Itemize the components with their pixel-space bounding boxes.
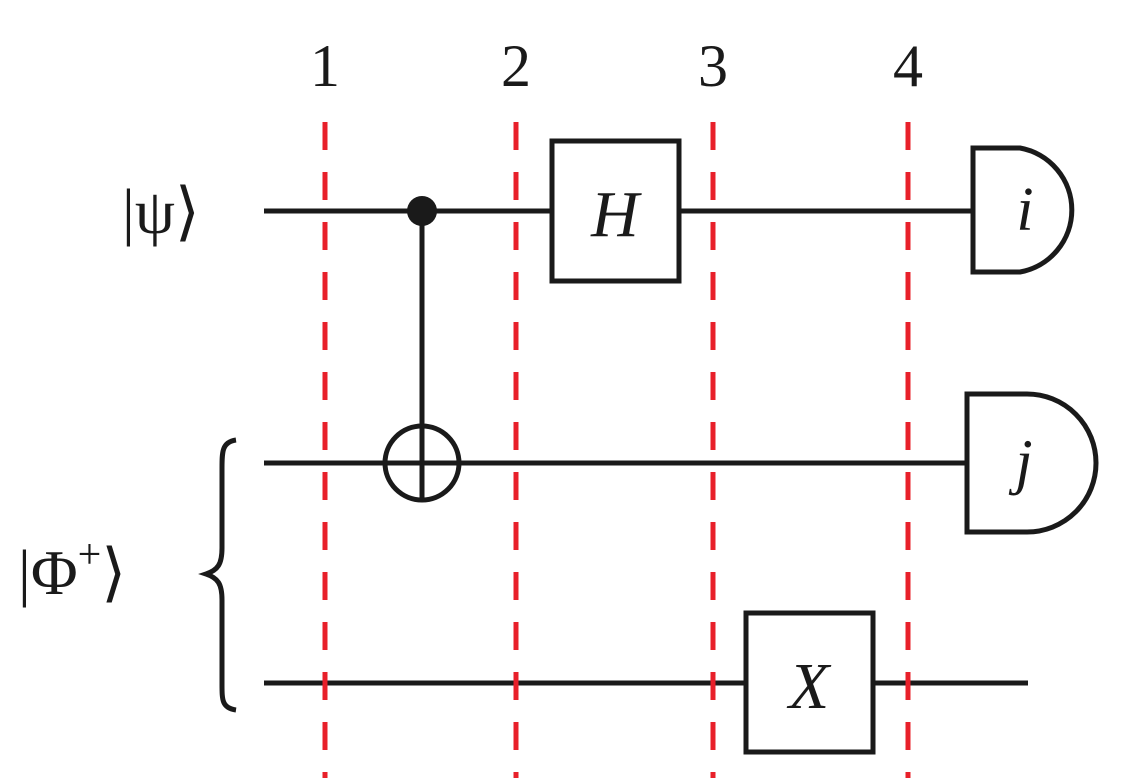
bell-pair-brace [198, 437, 237, 713]
time-step-label-4: 4 [893, 33, 923, 99]
measurement-label-i: i [1016, 176, 1033, 244]
pauli-x-gate-label: X [786, 650, 832, 723]
time-step-label-2: 2 [501, 33, 531, 99]
time-step-label-1: 1 [310, 33, 340, 99]
pauli-x-gate [743, 610, 876, 755]
measurement-meter-top [970, 145, 1075, 275]
hadamard-gate [549, 138, 682, 284]
phi-plus-superscript: + [78, 532, 102, 578]
phi-plus-suffix: ⟩ [101, 537, 126, 608]
time-step-label-3: 3 [698, 33, 728, 99]
phi-plus-prefix: |Φ [18, 537, 78, 608]
input-psi-label: |ψ⟩ [122, 176, 200, 247]
measurement-meter-middle [964, 391, 1099, 535]
cnot-control-dot [407, 196, 437, 226]
input-phi-plus-label: |Φ+⟩ [18, 532, 126, 608]
hadamard-gate-label: H [590, 178, 642, 251]
